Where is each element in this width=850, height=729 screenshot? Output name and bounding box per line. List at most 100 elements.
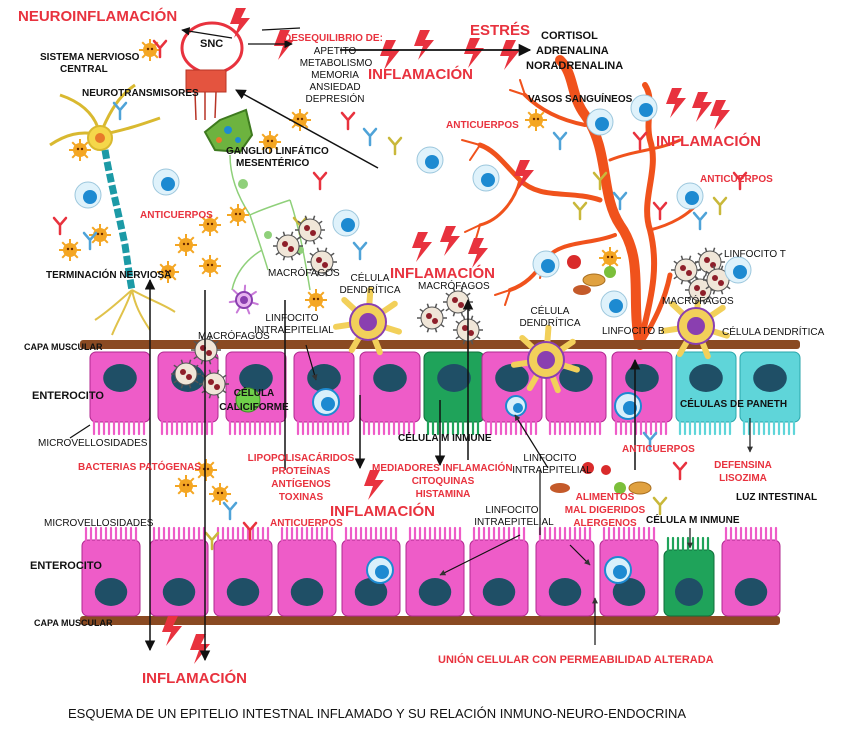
memoria-label: MEMORIA (311, 70, 359, 81)
inflamacion-right-label: INFLAMACIÓN (656, 133, 761, 150)
lightning-icon (230, 8, 250, 38)
lightning-icon (500, 40, 520, 70)
intraepithelial-lymphocyte-mid (505, 395, 527, 417)
ganglio-label-2: MESENTÉRICO (236, 158, 310, 169)
antibody-icon (222, 501, 238, 521)
antibody-icon (112, 101, 128, 121)
estres-label: ESTRÉS (470, 22, 531, 39)
antibody-icon (82, 231, 98, 251)
ganglio-label-1: GANGLIO LINFÁTICO (226, 146, 329, 157)
celula-dendritica-2b: DENDRÍTICA (519, 318, 581, 329)
top-row-enterocyte (611, 351, 673, 436)
macrofagos-label-2: MACRÓFAGOS (418, 281, 490, 292)
antibody-icon (312, 171, 328, 191)
linfocito-intra-1b: INTRAEPITELIAL (254, 325, 334, 336)
lightning-icon (440, 226, 460, 256)
lightning-icon (380, 40, 400, 70)
microvellosidades-label-1: MICROVELLOSIDADES (38, 438, 148, 449)
goblet-cell (235, 387, 261, 413)
inflamacion-center-label: INFLAMACIÓN (390, 265, 495, 282)
lightning-icon (190, 634, 210, 664)
neuroinflamacion-label: NEUROINFLAMACIÓN (18, 8, 178, 25)
lightning-icon (514, 160, 534, 190)
inflamacion-top-label: INFLAMACIÓN (368, 66, 473, 83)
lymphocyte-icon (676, 182, 704, 210)
lymphocyte-icon (630, 94, 658, 122)
lightning-icon (468, 238, 488, 268)
linfocito-intra-2a: LINFOCITO (523, 453, 577, 464)
top-row-paneth-cell (675, 351, 737, 436)
bacteria-icon (599, 247, 621, 269)
toxinas-label: TOXINAS (278, 492, 324, 503)
bottom-row-enterocyte (149, 526, 209, 617)
ansiedad-label: ANSIEDAD (309, 82, 361, 93)
lymphocytes (74, 94, 752, 318)
muscle-layer-top (80, 340, 800, 349)
bacteria-icon (195, 459, 217, 481)
union-celular-label: UNIÓN CELULAR CON PERMEABILIDAD ALTERADA (438, 654, 714, 666)
enterocito-label-1: ENTEROCITO (32, 390, 104, 402)
lymphocyte-icon (600, 290, 628, 318)
brain-snc (180, 21, 244, 121)
enterocyte-row-bottom (81, 526, 781, 617)
antibody-icon (612, 191, 628, 211)
anticuerpos-label-1: ANTICUERPOS (446, 120, 519, 131)
enterocyte-row-top (89, 351, 801, 436)
antibody-icon (712, 196, 728, 216)
lightning-icon (464, 38, 484, 68)
macrophage-icon (453, 315, 483, 345)
lymphocyte-icon (532, 250, 560, 278)
macrofagos-label-4: MACRÓFAGOS (198, 331, 270, 342)
bacteria-icon (89, 224, 111, 246)
dendritic-cells (228, 284, 730, 394)
linfocito-intra-2b: INTRAEPITELIAL (512, 465, 592, 476)
antibody-icon (572, 201, 588, 221)
linfocito-b-label: LINFOCITO B (602, 326, 665, 337)
macrophage-icon (685, 275, 715, 305)
bacteria-icon (259, 131, 281, 153)
food-items-bottom (550, 462, 652, 495)
intraepithelial-lymphocyte-bottom-2 (604, 556, 632, 584)
capa-muscular-label-1: CAPA MUSCULAR (24, 342, 103, 352)
antibody-icon (204, 531, 220, 551)
lymphocyte-icon (332, 209, 360, 237)
celula-dendritica-2a: CÉLULA (530, 306, 570, 317)
proteinas-label: PROTEÍNAS (271, 466, 331, 477)
macrophage-icon (417, 303, 447, 333)
antibody-icon (632, 131, 648, 151)
antigenos-label: ANTÍGENOS (271, 479, 331, 490)
alimentos-label-2: MAL DIGERIDOS (564, 505, 646, 516)
macrophage-icon (295, 215, 325, 245)
food-items-top (567, 255, 616, 295)
celula-dendritica-1b: DENDRÍTICA (339, 285, 401, 296)
lightning-icon (162, 616, 182, 646)
lymphocyte-icon (74, 181, 102, 209)
linfocito-intra-1a: LINFOCITO (265, 313, 319, 324)
lightning-icon (710, 100, 730, 130)
intraepithelial-lymphocyte-bottom-1 (366, 556, 394, 584)
bottom-row-enterocyte (213, 526, 273, 617)
apetito-label: APETITO (313, 46, 357, 57)
bacteria-icon (157, 261, 179, 283)
bottom-row-enterocyte (405, 526, 465, 617)
bacteria-icon (525, 109, 547, 131)
macrophage-icon (273, 231, 303, 261)
antibody-icon (552, 131, 568, 151)
histamina-label: HISTAMINA (415, 489, 471, 500)
alimentos-label-1: ALIMENTOS (575, 492, 635, 503)
particles (52, 39, 748, 551)
cortisol-label: CORTISOL (541, 30, 598, 42)
bacteria-icon (59, 239, 81, 261)
bottom-row-enterocyte (277, 526, 337, 617)
arrows (69, 27, 753, 662)
macrofagos-label-1: MACRÓFAGOS (268, 268, 340, 279)
lymphocyte-icon (416, 146, 444, 174)
bacterias-label: BACTERIAS PATÓGENAS (78, 462, 201, 473)
sistema-nervioso-label-1: SISTEMA NERVIOSO (40, 52, 140, 63)
bottom-row-enterocyte (81, 526, 141, 617)
lightning-icon (414, 30, 434, 60)
celula-dendritica-3: CÉLULA DENDRÍTICA (722, 327, 825, 338)
muscle-layer-bottom (80, 616, 780, 625)
macrophage-icon (191, 335, 221, 365)
antibody-icon (387, 136, 403, 156)
